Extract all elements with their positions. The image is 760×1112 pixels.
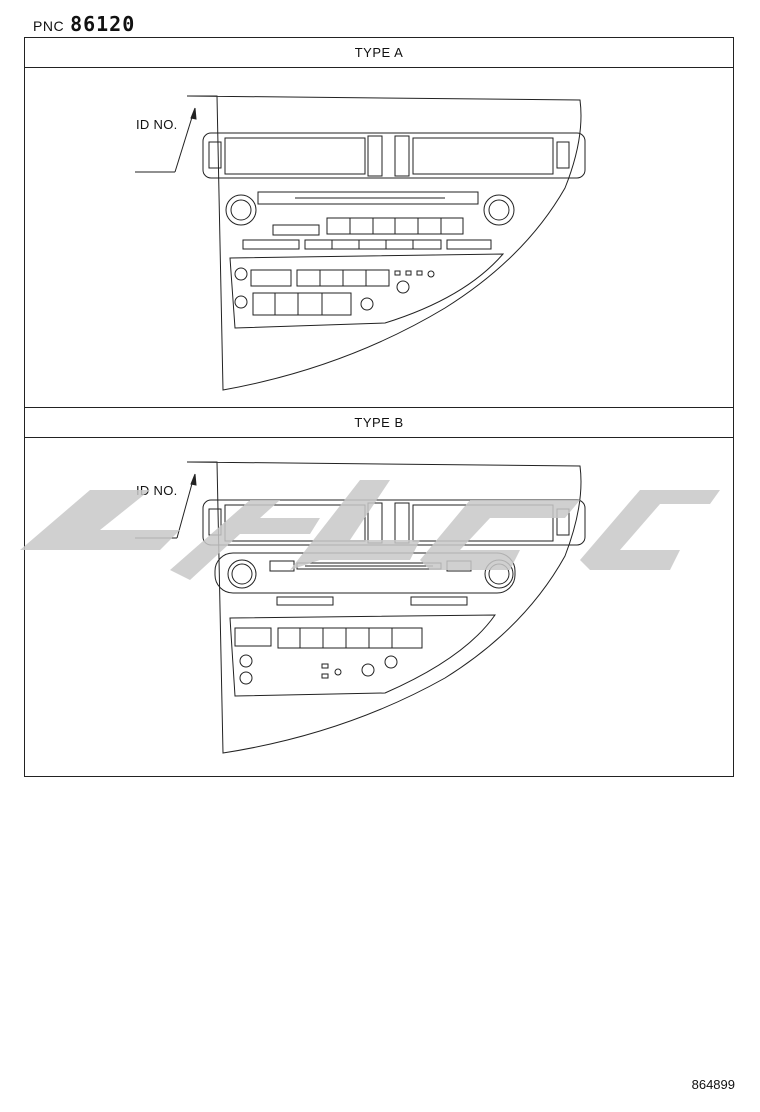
type-a-panel-drawing <box>135 95 586 391</box>
type-b-panel-drawing <box>135 461 586 754</box>
pnc-header: PNC 86120 <box>33 12 135 36</box>
reference-number: 864899 <box>691 1077 735 1092</box>
divider <box>25 437 733 438</box>
pnc-label: PNC <box>33 18 65 34</box>
type-a-title: TYPE A <box>354 45 404 60</box>
type-b-id-label: ID NO. <box>136 483 178 498</box>
divider <box>25 407 733 408</box>
type-a-id-label: ID NO. <box>136 117 178 132</box>
divider <box>25 67 733 68</box>
pnc-number: 86120 <box>70 12 136 36</box>
diagram-frame: TYPE A <box>24 37 734 777</box>
type-b-title: TYPE B <box>354 415 404 430</box>
